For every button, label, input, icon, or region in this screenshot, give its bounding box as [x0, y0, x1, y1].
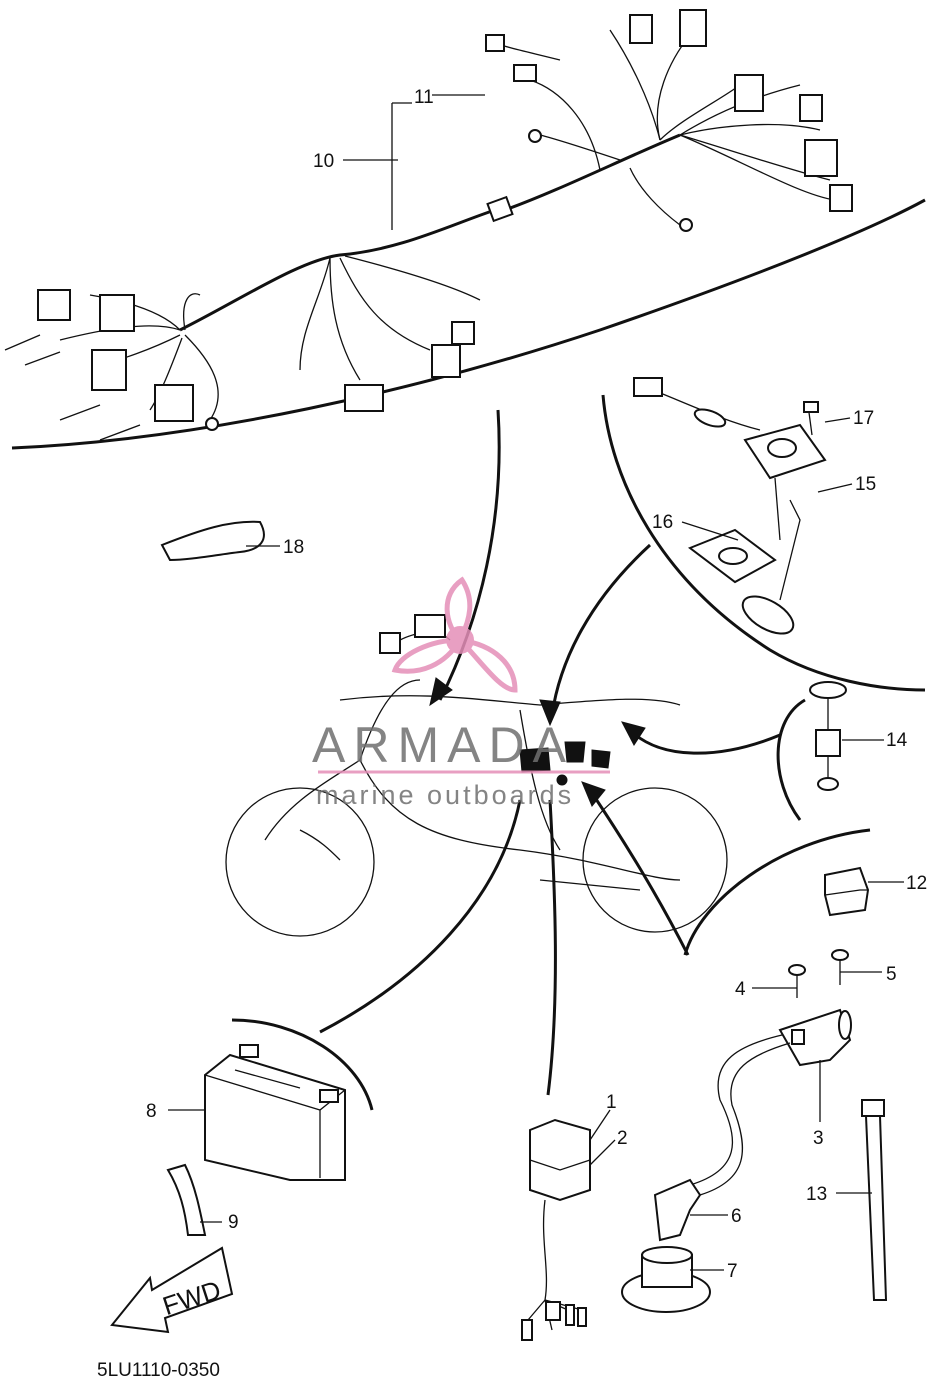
callout-6: 6 — [731, 1206, 742, 1227]
wire-harness — [4, 9, 853, 441]
harness-section-boundary — [11, 198, 926, 450]
callout-4: 4 — [735, 979, 746, 1000]
callout-5: 5 — [886, 964, 897, 985]
battery-section-boundary — [231, 1018, 374, 1111]
battery-breather-hose — [166, 1163, 207, 1236]
watermark-brand: ARMADA — [312, 717, 574, 773]
cable-tie — [861, 1099, 888, 1301]
callout-11: 11 — [414, 87, 434, 108]
line-cdi-to-bike — [546, 799, 557, 1096]
armada-watermark: ARMADA marine outboards — [312, 576, 610, 810]
callout-9: 9 — [228, 1212, 239, 1233]
fuse-holder — [809, 681, 847, 791]
callout-14: 14 — [886, 730, 908, 751]
cdi-unit — [521, 1118, 591, 1341]
callout-17: 17 — [853, 408, 874, 429]
arrow-coil-to-bike — [588, 789, 690, 956]
arrow-fuse-to-bike — [628, 728, 781, 755]
callout-2: 2 — [617, 1128, 628, 1149]
line-battery-to-bike — [319, 799, 522, 1034]
screw-5 — [831, 949, 849, 985]
callout-7: 7 — [727, 1261, 738, 1282]
ignition-coil — [689, 1008, 852, 1196]
spark-plug-cap — [653, 1178, 702, 1242]
callout-leaders — [168, 94, 904, 1271]
cable-section-boundary — [683, 828, 871, 956]
arrow-harness-to-bike — [438, 409, 501, 701]
callout-12: 12 — [906, 873, 927, 894]
callout-18: 18 — [283, 537, 304, 558]
callout-15: 15 — [855, 474, 876, 495]
fuse-section-boundary — [776, 698, 806, 821]
plug-cap-boot — [621, 1246, 711, 1313]
watermark-tagline: marine outboards — [316, 780, 574, 810]
callout-3: 3 — [813, 1128, 824, 1149]
protector-tape — [160, 520, 265, 562]
battery — [204, 1044, 346, 1181]
callout-8: 8 — [146, 1101, 157, 1122]
callout-16: 16 — [652, 512, 673, 533]
fuel-sender-assembly — [633, 377, 827, 635]
fwd-direction-arrow: FWD — [110, 1246, 234, 1334]
sender-section-boundary — [601, 394, 926, 692]
callout-13: 13 — [806, 1184, 827, 1205]
screw-4 — [788, 964, 806, 998]
callout-1: 1 — [606, 1092, 617, 1113]
arrow-sender-to-bike — [550, 543, 652, 716]
callout-10: 10 — [313, 151, 334, 172]
relay — [824, 866, 870, 917]
propeller-logo-icon — [391, 576, 518, 693]
part-number-code: 5LU1110-0350 — [97, 1360, 220, 1379]
